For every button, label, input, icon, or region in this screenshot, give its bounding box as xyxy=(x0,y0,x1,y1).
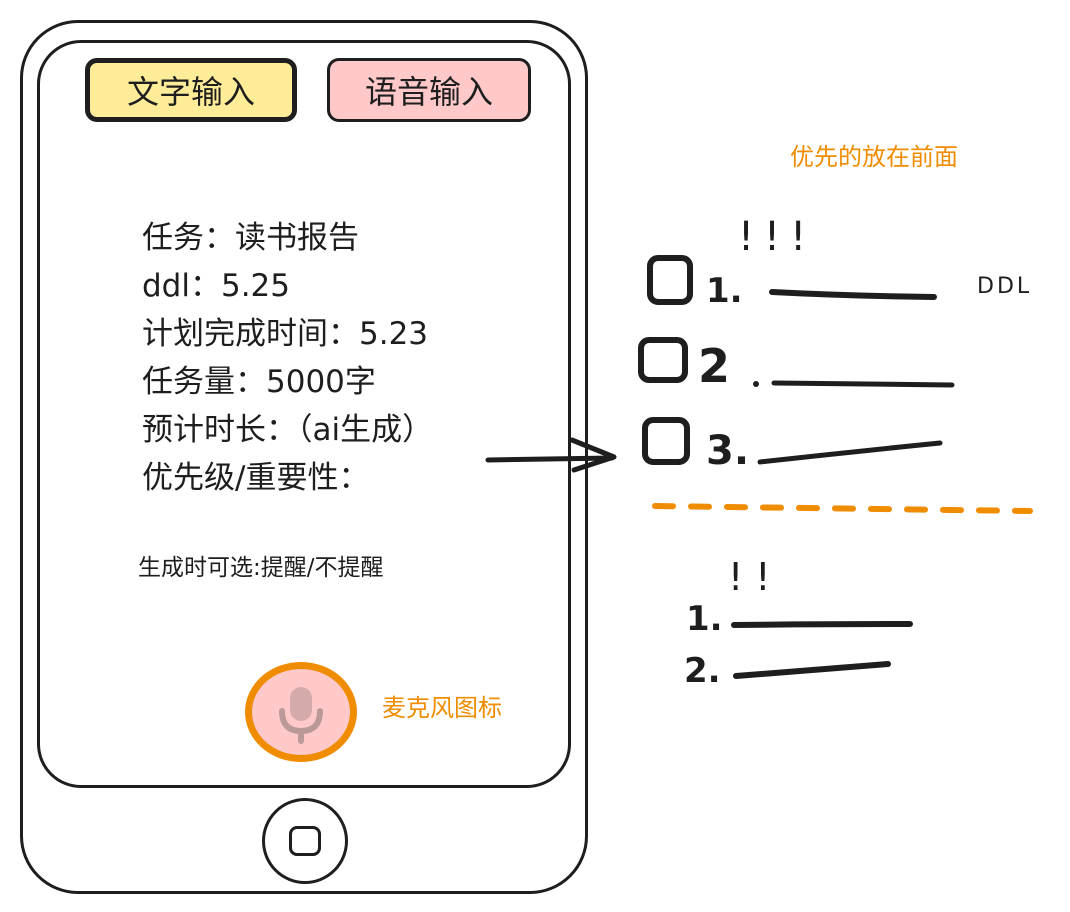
field-planned-finish[interactable]: 计划完成时间：5.23 xyxy=(142,316,429,352)
field-ddl[interactable]: ddl：5.25 xyxy=(142,268,290,304)
list-bottom-item-2-number: 2. xyxy=(684,651,721,691)
tab-text-input[interactable]: 文字输入 xyxy=(85,58,297,122)
arrow-right-icon xyxy=(485,437,617,473)
home-button[interactable] xyxy=(262,798,348,884)
separator-line xyxy=(652,503,1033,514)
list-top-item-3-number: 3. xyxy=(706,428,749,474)
list-top-item-1-line xyxy=(769,289,937,300)
reminder-option[interactable]: 生成时可选:提醒/不提醒 xyxy=(138,555,384,581)
checkbox-icon[interactable] xyxy=(647,255,693,305)
field-workload[interactable]: 任务量：5000字 xyxy=(142,364,376,400)
list-bottom-item-1-number: 1. xyxy=(686,599,723,639)
mic-annotation: 麦克风图标 xyxy=(382,694,502,722)
list-bottom-priority-marks: !! xyxy=(728,555,782,599)
list-top-item-2-line xyxy=(771,380,955,388)
microphone-button[interactable] xyxy=(245,662,357,762)
task-form: 任务：读书报告 ddl：5.25 计划完成时间：5.23 任务量：5000字 预… xyxy=(142,214,433,502)
list-top-item-2-number: 2 xyxy=(698,339,730,393)
priority-annotation: 优先的放在前面 xyxy=(790,143,958,171)
checkbox-icon[interactable] xyxy=(642,417,690,465)
list-bottom-item-1-line xyxy=(731,621,913,628)
list-bottom-item-2-line xyxy=(733,661,891,679)
phone-screen xyxy=(37,40,571,788)
dot-mark xyxy=(753,381,759,387)
tab-voice-input-label: 语音输入 xyxy=(364,73,493,111)
tab-voice-input[interactable]: 语音输入 xyxy=(327,58,531,122)
tab-text-input-label: 文字输入 xyxy=(126,73,255,111)
list-top-item-3-line xyxy=(757,440,943,465)
ddl-annotation: DDL xyxy=(977,274,1033,299)
checkbox-icon[interactable] xyxy=(638,337,688,383)
field-priority[interactable]: 优先级/重要性： xyxy=(142,460,370,496)
home-button-icon xyxy=(289,826,321,856)
list-top-priority-marks: !!! xyxy=(738,214,816,260)
microphone-icon xyxy=(279,687,323,744)
list-top-item-1-number: 1. xyxy=(706,271,743,311)
field-estimated-duration[interactable]: 预计时长：（ai生成） xyxy=(142,412,434,448)
field-task[interactable]: 任务：读书报告 xyxy=(142,220,359,256)
